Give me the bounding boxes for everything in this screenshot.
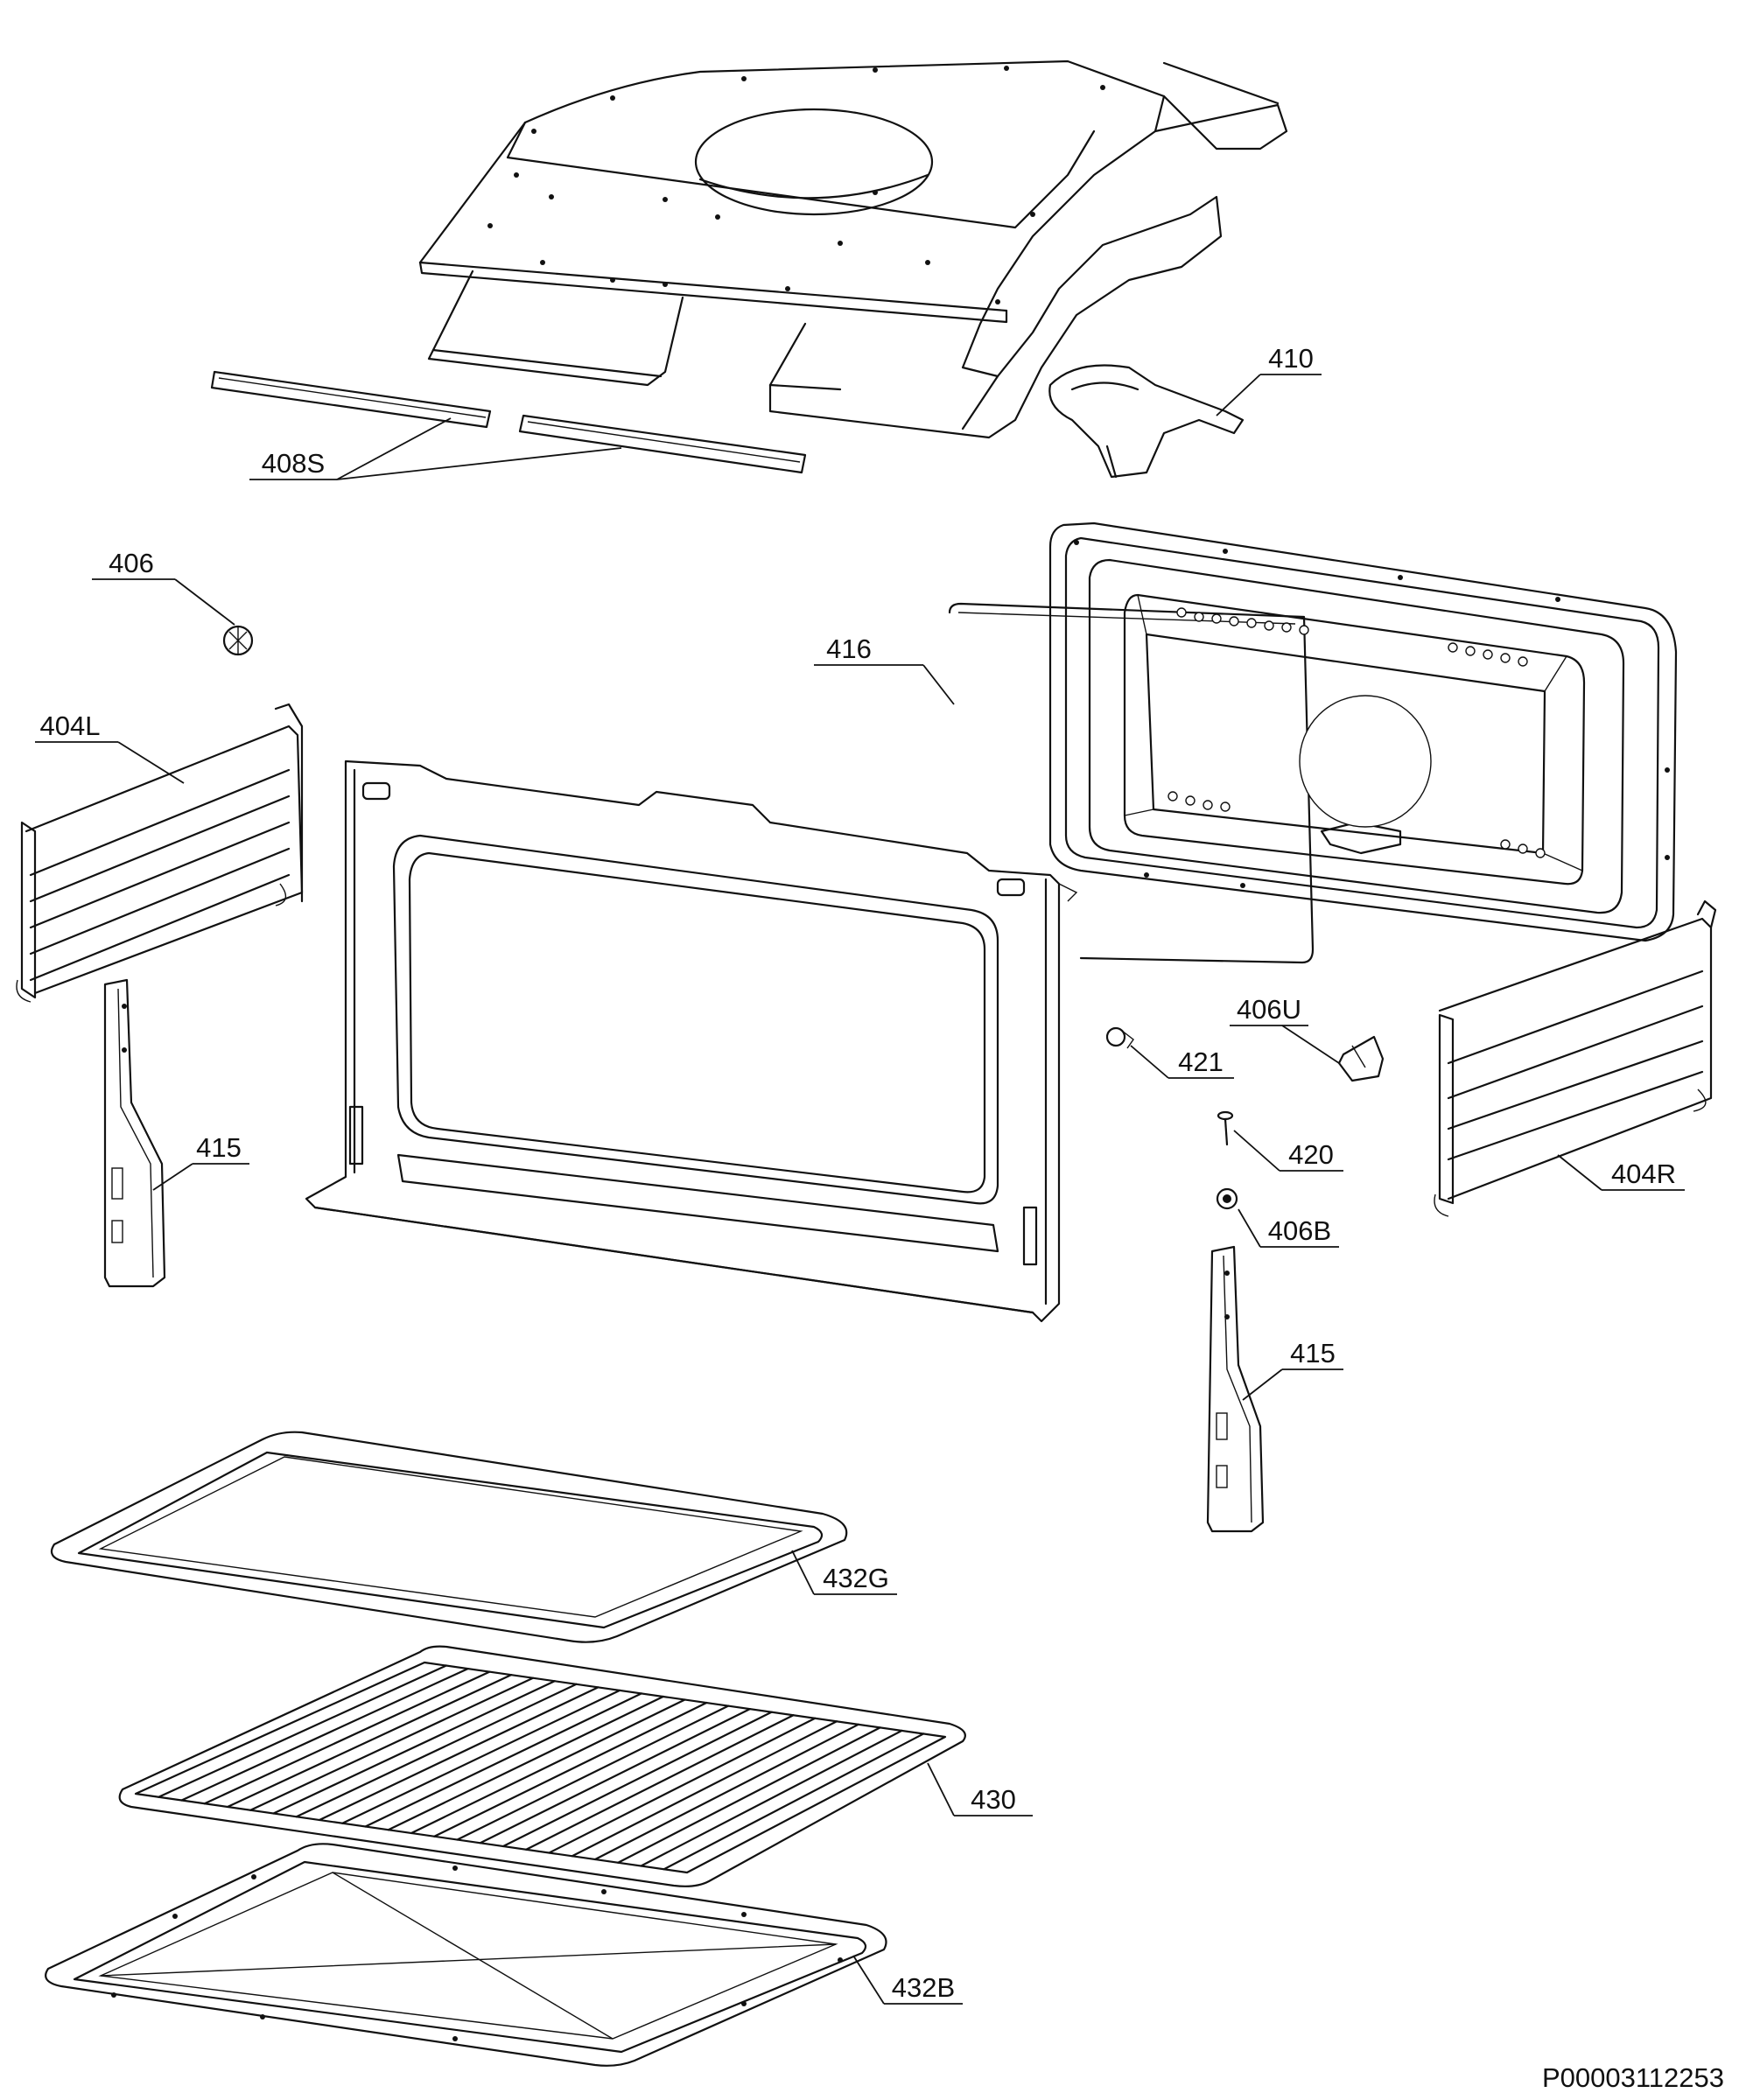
shelf-wire [364, 1692, 643, 1828]
label-406U: 406U [1237, 994, 1301, 1025]
oven-gasket-part [948, 602, 1315, 964]
label-416: 416 [826, 634, 872, 664]
wire-shelf-part [118, 1645, 966, 1887]
label-420: 420 [1288, 1139, 1334, 1170]
shelf-wire [226, 1674, 513, 1809]
label-421: 421 [1178, 1046, 1224, 1077]
oven-cavity-back-part [1048, 522, 1678, 942]
shelf-wire [525, 1714, 795, 1851]
label-406B: 406B [1268, 1215, 1331, 1246]
shelf-wire [479, 1708, 751, 1844]
label-410: 410 [1268, 343, 1314, 374]
shelf-wire [387, 1695, 664, 1831]
shelf-wire [593, 1723, 859, 1861]
shelf-wire [433, 1701, 708, 1838]
shelf-wire [663, 1732, 925, 1871]
shelf-wire [341, 1689, 621, 1824]
right-shelf-support-part [1434, 900, 1717, 1217]
shelf-wire [501, 1711, 773, 1848]
shelf-wire [295, 1683, 578, 1818]
shelf-wire [158, 1664, 447, 1798]
label-404L: 404L [40, 710, 101, 741]
deep-tray-part [45, 1843, 887, 2067]
label-430: 430 [971, 1784, 1016, 1815]
shelf-wire [249, 1676, 535, 1811]
shelf-wire [272, 1680, 556, 1815]
shelf-wire [640, 1729, 903, 1867]
shelf-wire [203, 1670, 491, 1805]
label-415-left: 415 [196, 1132, 242, 1163]
left-rail-bracket-part [103, 978, 166, 1288]
shelf-wire [180, 1667, 469, 1802]
left-shelf-support-part [16, 703, 304, 1003]
label-415-right: 415 [1290, 1338, 1336, 1368]
screw-part [1217, 1110, 1234, 1146]
lamp-cover-part [222, 625, 254, 656]
label-408S: 408S [262, 448, 325, 479]
bushing-part [1216, 1187, 1238, 1210]
shelf-wire [456, 1704, 730, 1841]
label-406: 406 [109, 548, 154, 578]
label-404R: 404R [1611, 1158, 1676, 1189]
front-frame-part [305, 760, 1078, 1323]
hinge-part [1337, 1035, 1385, 1082]
label-432G: 432G [823, 1563, 889, 1593]
baking-tray-part [50, 1431, 848, 1643]
shelf-wire [571, 1720, 838, 1858]
knob-part [1105, 1026, 1134, 1049]
label-432B: 432B [892, 1972, 955, 2003]
shelf-wire [318, 1686, 600, 1822]
shelf-wire [410, 1698, 686, 1835]
fan-perforation-pattern [1299, 695, 1432, 828]
shelf-wire [617, 1726, 881, 1864]
right-rail-bracket-part [1206, 1245, 1265, 1533]
seal-strip-left-part [210, 370, 492, 429]
top-cover-part [418, 60, 1288, 439]
seal-strip-right-part [518, 414, 807, 474]
shelf-wire [548, 1717, 817, 1854]
fan-bracket-part [1048, 364, 1245, 479]
drawing-number: P00003112253 [1542, 2062, 1724, 2093]
